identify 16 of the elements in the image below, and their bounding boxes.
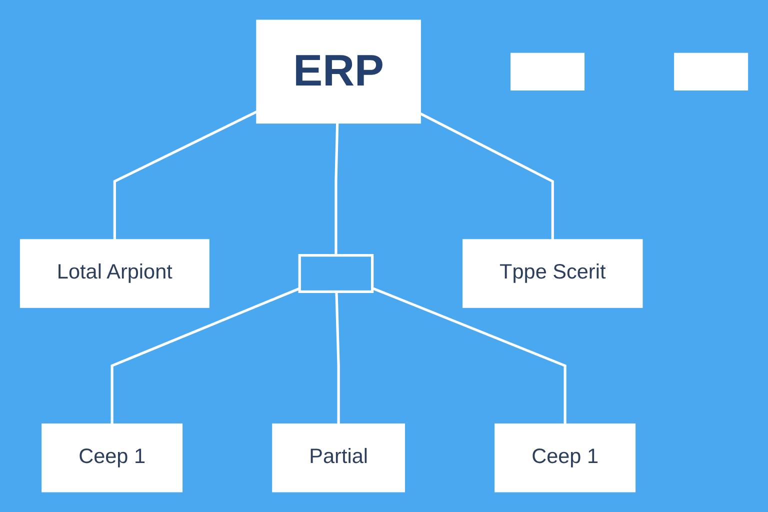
node-box bbox=[298, 254, 374, 293]
node-box bbox=[462, 239, 643, 308]
node-box bbox=[42, 423, 183, 492]
connector bbox=[420, 112, 554, 240]
connector bbox=[372, 286, 566, 424]
connector bbox=[334, 122, 339, 256]
node-box bbox=[674, 52, 748, 90]
flowchart-drawing: ERP Lotal Arpiont Tppe Scerit Ceep 1 Partial Ceep 1 bbox=[10, 10, 758, 502]
connector bbox=[110, 287, 300, 424]
node-box bbox=[494, 423, 636, 492]
connector bbox=[113, 110, 258, 240]
node-box bbox=[20, 239, 210, 308]
node-box bbox=[256, 20, 421, 124]
node-box bbox=[510, 52, 584, 90]
node-box bbox=[272, 423, 405, 492]
connector bbox=[335, 292, 340, 424]
